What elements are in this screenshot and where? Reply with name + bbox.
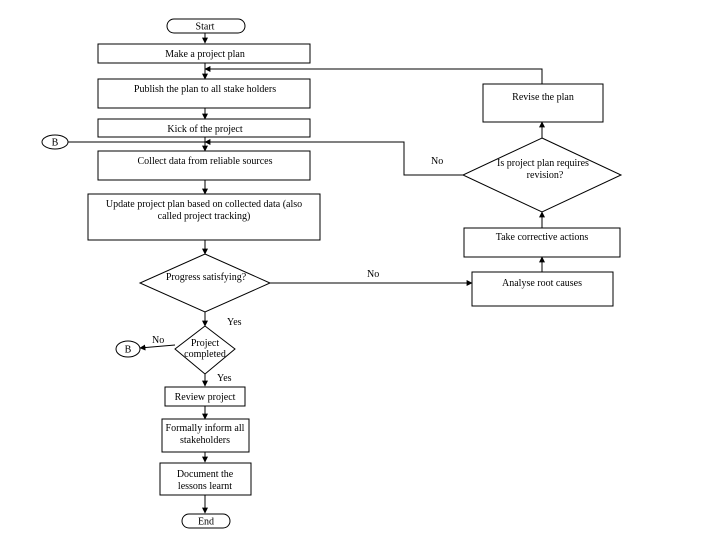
update-plan-label-line-2: called project tracking): [158, 211, 251, 222]
collect-data-label: Collect data from reliable sources: [138, 156, 273, 167]
completed-no-label: No: [152, 335, 164, 346]
node-analyse-root: Analyse root causes: [471, 271, 614, 307]
node-make-plan: Make a project plan: [97, 43, 311, 64]
connector-b-top: B: [41, 134, 69, 150]
connector-b-bottom-label: B: [125, 345, 132, 356]
node-revise-plan: Revise the plan: [482, 83, 604, 123]
inform-stakeholders-label-line-1: Formally inform all: [166, 423, 245, 434]
start-label: Start: [196, 22, 215, 33]
project-completed-label-line-2: completed: [184, 349, 226, 360]
update-plan-label-line-1: Update project plan based on collected d…: [106, 199, 302, 210]
edges: [68, 33, 545, 514]
publish-plan-label: Publish the plan to all stake holders: [134, 84, 276, 95]
decision-revision-required: Is project plan requires revision?: [461, 137, 623, 213]
take-corrective-label: Take corrective actions: [496, 232, 589, 243]
project-completed-label-line-1: Project: [191, 338, 220, 349]
kick-off-label: Kick of the project: [167, 124, 242, 135]
revision-required-label-line-1: Is project plan requires: [497, 158, 589, 169]
progress-yes-label: Yes: [227, 317, 242, 328]
inform-stakeholders-label-line-2: stakeholders: [180, 435, 230, 446]
end-label: End: [198, 517, 214, 528]
node-document-lessons: Document the lessons learnt: [159, 462, 252, 496]
analyse-root-label: Analyse root causes: [502, 278, 582, 289]
progress-no-label: No: [367, 269, 379, 280]
edge-revision-no-to-collect: [204, 139, 463, 176]
decision-project-completed: Project completed: [174, 325, 236, 375]
connector-b-bottom: B: [115, 340, 141, 358]
document-lessons-label-line-2: lessons learnt: [178, 481, 232, 492]
node-update-plan: Update project plan based on collected d…: [87, 193, 321, 241]
node-start: Start: [166, 18, 246, 34]
node-inform-stakeholders: Formally inform all stakeholders: [161, 418, 250, 453]
revise-plan-label: Revise the plan: [512, 92, 574, 103]
node-take-corrective: Take corrective actions: [463, 227, 621, 258]
node-kick-off: Kick of the project: [97, 118, 311, 138]
revision-required-label-line-2: revision?: [527, 170, 564, 181]
document-lessons-label-line-1: Document the: [177, 469, 234, 480]
progress-satisfying-label: Progress satisfying?: [166, 272, 247, 283]
edge-revise-to-publish: [204, 66, 543, 84]
node-publish-plan: Publish the plan to all stake holders: [97, 78, 311, 109]
decision-progress: Progress satisfying?: [138, 253, 272, 313]
connector-b-top-label: B: [52, 138, 59, 149]
node-end: End: [181, 513, 231, 529]
review-project-label: Review project: [175, 392, 236, 403]
node-review-project: Review project: [164, 386, 246, 407]
completed-yes-label: Yes: [217, 373, 232, 384]
edge-completed-no-to-b: [139, 344, 176, 351]
make-plan-label: Make a project plan: [165, 49, 245, 60]
node-collect-data: Collect data from reliable sources: [97, 150, 311, 181]
revision-no-label: No: [431, 156, 443, 167]
